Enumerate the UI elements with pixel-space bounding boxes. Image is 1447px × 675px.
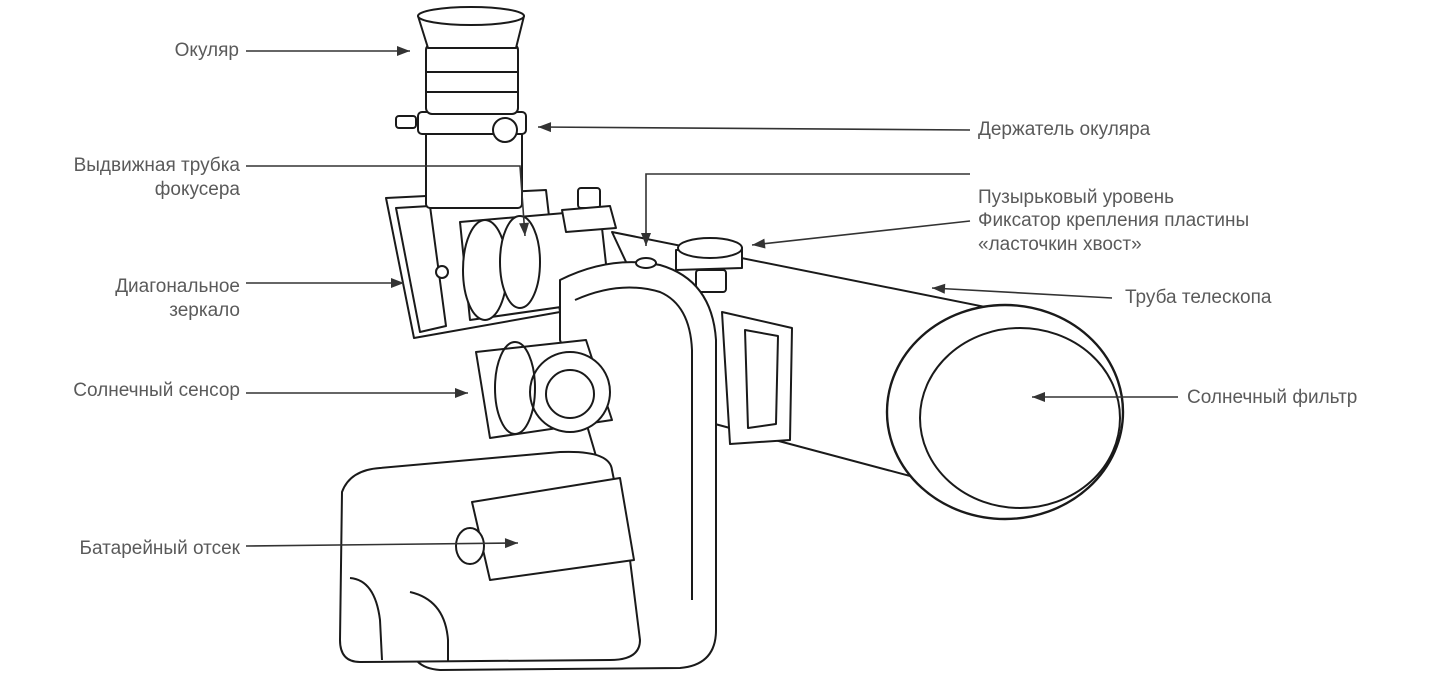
label-telescope-tube: Труба телескопа bbox=[1125, 287, 1272, 308]
label-focuser-drawtube: Выдвижная трубка фокусера bbox=[73, 155, 240, 200]
leader-dovetail-lock bbox=[751, 220, 971, 246]
label-sun-sensor: Солнечный сенсор bbox=[73, 380, 240, 401]
leader-eyepiece-holder bbox=[537, 126, 971, 131]
leader-telescope-tube bbox=[931, 287, 1113, 299]
leader-solar-filter-arrowhead bbox=[1032, 392, 1045, 402]
leader-focuser-drawtube bbox=[246, 165, 526, 237]
mount-bracket bbox=[721, 311, 793, 445]
label-battery-compartment: Батарейный отсек bbox=[79, 538, 240, 559]
label-bubble-level: Пузырьковый уровень bbox=[978, 187, 1174, 208]
leader-eyepiece-arrowhead bbox=[397, 46, 410, 56]
leader-bubble-level-arrowhead bbox=[641, 233, 651, 246]
leader-focuser-drawtube-arrowhead bbox=[519, 222, 530, 236]
leader-bubble-level bbox=[645, 173, 970, 246]
leader-battery-compartment bbox=[245, 542, 519, 547]
solar-filter bbox=[885, 303, 1125, 521]
leader-diagonal-mirror-arrowhead bbox=[391, 278, 404, 288]
label-dovetail-lock: Фиксатор крепления пластины «ласточкин х… bbox=[978, 210, 1250, 255]
eyepiece bbox=[425, 43, 519, 115]
leader-battery-compartment-arrowhead bbox=[504, 538, 518, 549]
leader-dovetail-lock-arrowhead bbox=[752, 238, 766, 249]
bubble-level bbox=[635, 257, 657, 269]
label-diagonal-mirror: Диагональное зеркало bbox=[115, 276, 240, 321]
label-eyepiece: Окуляр bbox=[174, 40, 239, 61]
battery-compartment-door bbox=[471, 477, 635, 581]
leader-telescope-tube-arrowhead bbox=[932, 283, 946, 294]
leader-eyepiece-holder-arrowhead bbox=[538, 122, 552, 133]
label-eyepiece-holder: Держатель окуляра bbox=[978, 119, 1151, 140]
leader-sun-sensor-arrowhead bbox=[455, 388, 468, 398]
label-solar-filter: Солнечный фильтр bbox=[1187, 387, 1358, 408]
